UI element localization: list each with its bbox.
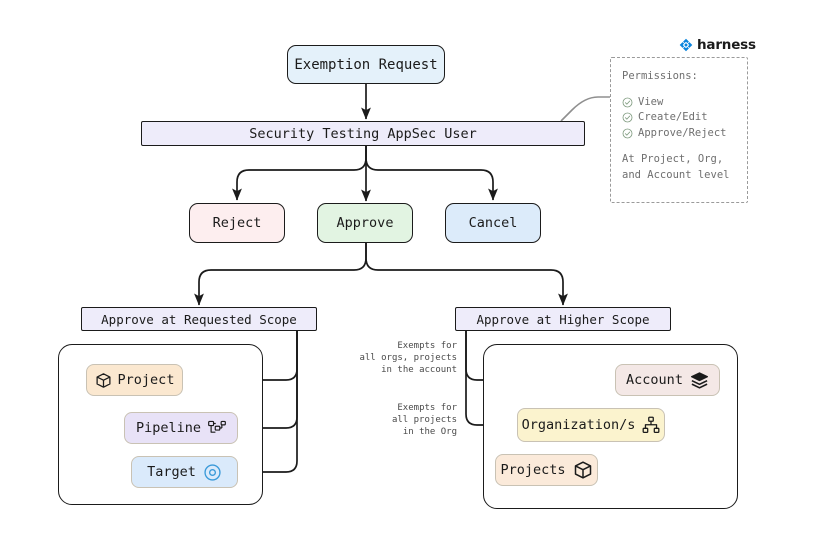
node-organizations[interactable]: Organization/s [517, 408, 665, 442]
cube-icon [573, 460, 593, 480]
permission-item-create-edit: Create/Edit [622, 110, 747, 126]
node-cancel[interactable]: Cancel [445, 203, 541, 243]
node-pipeline[interactable]: Pipeline [124, 412, 238, 444]
node-appsec-user[interactable]: Security Testing AppSec User [141, 121, 585, 146]
node-label: Target [147, 464, 196, 480]
node-label: Approve [336, 215, 394, 231]
node-projects[interactable]: Projects [495, 454, 598, 486]
pipeline-nodes-icon [208, 420, 226, 436]
node-label: Approve at Higher Scope [476, 311, 650, 327]
harness-logo: harness [679, 37, 756, 53]
permissions-panel: Permissions: View Create/Edit [610, 57, 748, 203]
check-circle-icon [622, 97, 633, 108]
node-label: Organization/s [521, 417, 636, 433]
permission-label: View [638, 95, 664, 108]
node-approve-higher-scope[interactable]: Approve at Higher Scope [455, 307, 671, 331]
harness-wordmark: harness [697, 37, 756, 53]
node-target[interactable]: Target [131, 456, 238, 488]
node-project[interactable]: Project [86, 364, 183, 396]
permissions-footer-line2: and Account level [622, 168, 730, 181]
permission-label: Approve/Reject [638, 126, 727, 139]
cube-icon [95, 372, 112, 389]
node-label: Reject [212, 215, 262, 231]
node-approve[interactable]: Approve [317, 203, 413, 243]
node-label: Projects [500, 462, 566, 478]
check-circle-icon [622, 112, 633, 123]
node-label: Pipeline [135, 420, 202, 436]
node-exemption-request[interactable]: Exemption Request [287, 45, 445, 84]
node-approve-requested-scope[interactable]: Approve at Requested Scope [81, 307, 317, 331]
node-reject[interactable]: Reject [189, 203, 285, 243]
org-chart-icon [642, 416, 660, 434]
target-circle-icon [203, 463, 222, 482]
permission-item-approve-reject: Approve/Reject [622, 126, 747, 142]
node-label: Cancel [468, 215, 518, 231]
permission-label: Create/Edit [638, 111, 708, 123]
permissions-footer-line1: At Project, Org, [622, 153, 724, 165]
node-account[interactable]: Account [615, 364, 720, 396]
check-circle-icon [622, 128, 633, 139]
layers-stack-icon [690, 371, 709, 390]
node-label: Exemption Request [294, 56, 438, 73]
permissions-title: Permissions: [622, 70, 698, 82]
permission-item-view: View [622, 95, 747, 111]
edge-label-org-scope: Exempts for all projects in the Org [391, 403, 457, 437]
node-label: Project [117, 372, 175, 388]
node-label: Approve at Requested Scope [101, 311, 297, 327]
node-label: Account [626, 372, 683, 388]
node-label: Security Testing AppSec User [249, 125, 477, 142]
harness-diamond-icon [679, 38, 693, 52]
edge-label-account-scope: Exempts for all orgs, projects in the ac… [359, 341, 457, 375]
